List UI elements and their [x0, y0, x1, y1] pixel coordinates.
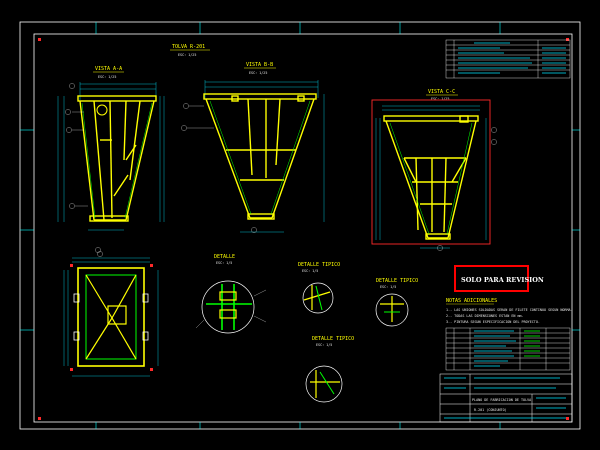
plan-bubble: [97, 251, 103, 257]
view-c-c-structure: [383, 115, 479, 240]
view-a-a-title: VISTA A-A: [95, 66, 122, 72]
note-2: 2.- TODAS LAS DIMENSIONES ESTAN EN mm.: [446, 314, 524, 318]
view-b-b-bubbles: [181, 103, 257, 233]
border-markers: [38, 38, 569, 420]
title-block-line-1: PLANO DE FABRICACION DE TOLVA: [472, 398, 531, 402]
sheet-inner-border: [33, 33, 573, 423]
plan-outer-frame: [77, 267, 145, 367]
parts-list: [445, 327, 571, 371]
detail-4-sub: ESC: 1/5: [316, 343, 332, 347]
detail-2-sub: ESC: 1/5: [302, 269, 318, 273]
detail-1-geometry: [206, 284, 252, 330]
detail-4-geometry: [310, 370, 340, 398]
detail-1-plate: [219, 291, 237, 301]
detail-2: DETALLE TIPICO ESC: 1/5: [298, 262, 340, 314]
view-b-b: VISTA B-B ESC: 1/25: [181, 62, 325, 233]
revision-table-text: [458, 42, 566, 74]
view-c-c-scale: ESC: 1/25: [431, 97, 449, 101]
detail-2-circle: [302, 282, 334, 314]
plan-diagonals: [85, 274, 137, 360]
detail-1-circle: [201, 280, 255, 334]
plan-markers: [70, 264, 153, 371]
main-title-scale: ESC: 1/25: [178, 53, 196, 57]
detail-3-title: DETALLE TIPICO: [376, 278, 418, 284]
note-3: 3.- PINTURA SEGUN ESPECIFICACION DEL PRO…: [446, 320, 540, 324]
detail-2-geometry: [303, 285, 331, 310]
view-a-a-flange: [96, 104, 108, 116]
detail-4-title: DETALLE TIPICO: [312, 336, 354, 342]
view-a-a: VISTA A-A ESC: 1/25: [57, 66, 165, 253]
note-1: 1.- LAS UNIONES SOLDADAS SERAN DE FILETE…: [446, 308, 573, 312]
detail-4: DETALLE TIPICO ESC: 1/5: [305, 336, 354, 403]
view-b-b-dimensions: [204, 80, 325, 233]
view-b-b-structure: [203, 93, 317, 220]
view-c-c-title: VISTA C-C: [428, 89, 455, 95]
detail-1: DETALLE ESC: 1/5: [195, 254, 267, 334]
detail-2-title: DETALLE TIPICO: [298, 262, 340, 268]
view-c-c-dimensions: [375, 105, 487, 249]
title-block-line-2: R-201 (CONJUNTO): [474, 408, 507, 412]
plan-lugs: [73, 293, 149, 341]
main-title: TOLVA R-201: [172, 44, 205, 50]
view-c-c-redline-box: [371, 99, 491, 245]
plan-outlet: [107, 305, 127, 325]
plan-view-dimensions: [63, 257, 159, 377]
view-c-c: VISTA C-C ESC: 1/25: [371, 89, 497, 251]
detail-1-title: DETALLE: [214, 254, 235, 260]
plan-view: [63, 251, 159, 377]
view-a-a-scale: ESC: 1/25: [98, 75, 116, 79]
revision-table: [445, 39, 571, 79]
detail-1-sub: ESC: 1/5: [216, 261, 232, 265]
sheet-outer-frame: [19, 21, 581, 430]
plan-inner-frame: [85, 274, 137, 360]
detail-3-circle: [375, 293, 409, 327]
view-b-b-title: VISTA B-B: [246, 62, 273, 68]
title-block: [439, 373, 573, 423]
review-stamp-box: [454, 265, 529, 292]
detail-3-geometry: [380, 296, 404, 322]
border-ticks: [20, 22, 580, 429]
view-a-a-dimensions: [57, 82, 165, 231]
view-c-c-inner-lines: [389, 122, 473, 235]
detail-1-leaders: [195, 289, 267, 329]
parts-list-qty: [524, 330, 540, 357]
notes-title: NOTAS ADICIONALES: [446, 298, 497, 304]
view-c-c-bubbles: [437, 127, 497, 251]
detail-3: DETALLE TIPICO ESC: 1/5: [375, 278, 418, 327]
view-a-a-bubbles: [65, 83, 101, 253]
detail-4-circle: [305, 365, 343, 403]
detail-1-plate-2: [219, 309, 237, 319]
view-a-a-inner-lines: [81, 102, 153, 219]
view-a-a-structure: [77, 95, 157, 222]
view-b-b-inner-lines: [209, 100, 311, 215]
review-stamp-text: SOLO PARA REVISION: [461, 276, 544, 284]
detail-3-sub: ESC: 1/5: [380, 285, 396, 289]
title-block-fields: [444, 377, 566, 419]
view-b-b-scale: ESC: 1/25: [249, 71, 267, 75]
view-a-a-callouts: [72, 111, 88, 207]
parts-list-text: [474, 330, 516, 367]
